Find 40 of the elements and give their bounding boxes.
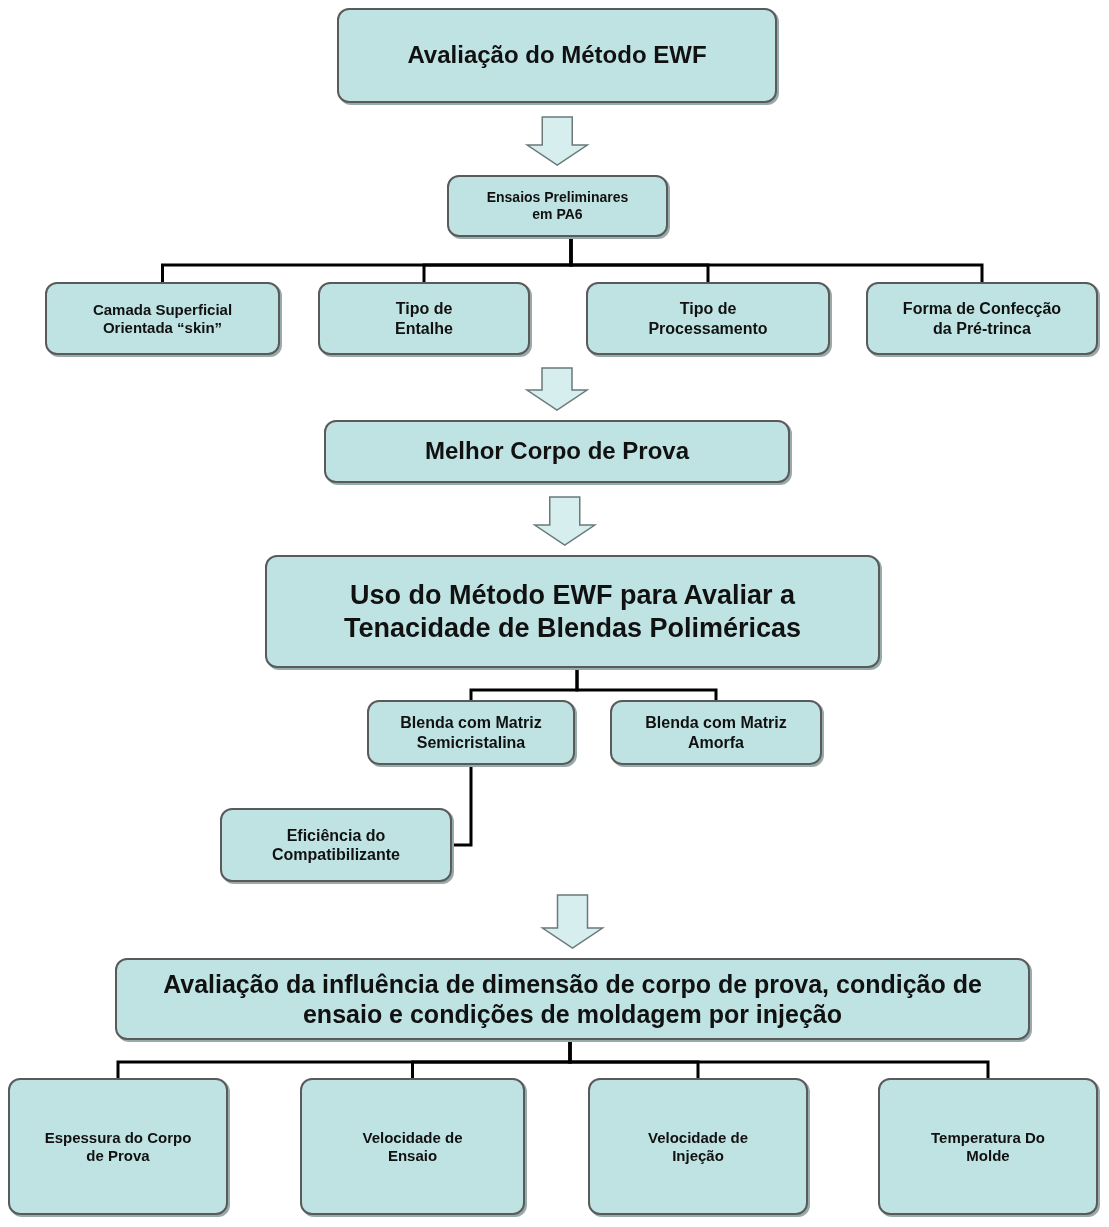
process-box — [447, 175, 668, 237]
connector-line — [575, 668, 718, 700]
process-box — [337, 8, 777, 103]
block-arrow — [540, 894, 605, 949]
process-box — [610, 700, 822, 765]
block-arrow — [524, 116, 590, 166]
process-box — [115, 958, 1030, 1040]
box-label: Blenda com Matriz Amorfa — [644, 713, 788, 752]
process-box — [367, 700, 575, 765]
connector-line — [452, 765, 473, 847]
box-label: Blenda com Matriz Semicristalina — [399, 713, 543, 752]
box-label: Avaliação do Método EWF — [407, 41, 707, 70]
process-box — [588, 1078, 808, 1215]
block-arrow — [532, 496, 598, 546]
process-box — [866, 282, 1098, 355]
process-box — [265, 555, 880, 668]
box-label: Tipo de Processamento — [647, 299, 769, 338]
box-label: Forma de Confecção da Pré-trinca — [901, 299, 1063, 338]
process-box — [586, 282, 830, 355]
process-box — [324, 420, 790, 483]
box-label: Temperatura Do Molde — [930, 1128, 1046, 1165]
process-box — [878, 1078, 1098, 1215]
box-label: Melhor Corpo de Prova — [424, 437, 689, 466]
box-label: Avaliação da influência de dimensão de corpo de prova, condição de ensaio e condições de moldagem por injeção — [162, 969, 983, 1029]
box-label: Tipo de Entalhe — [394, 299, 454, 338]
block-arrow — [524, 367, 590, 411]
connector-line — [568, 1040, 990, 1078]
process-box — [45, 282, 280, 355]
box-label: Uso do Método EWF para Avaliar a Tenacidade de Blendas Poliméricas — [342, 579, 803, 644]
box-label: Eficiência do Compatibilizante — [271, 825, 401, 865]
box-label: Espessura do Corpo de Prova — [43, 1128, 193, 1165]
box-label: Camada Superficial Orientada “skin” — [91, 300, 234, 337]
process-box — [318, 282, 530, 355]
box-label: Velocidade de Injeção — [646, 1128, 749, 1165]
process-box — [8, 1078, 228, 1215]
box-label: Velocidade de Ensaio — [361, 1128, 464, 1165]
connector-line — [569, 237, 984, 282]
process-box — [220, 808, 452, 882]
box-label: Ensaios Preliminares em PA6 — [485, 189, 630, 223]
process-box — [300, 1078, 525, 1215]
